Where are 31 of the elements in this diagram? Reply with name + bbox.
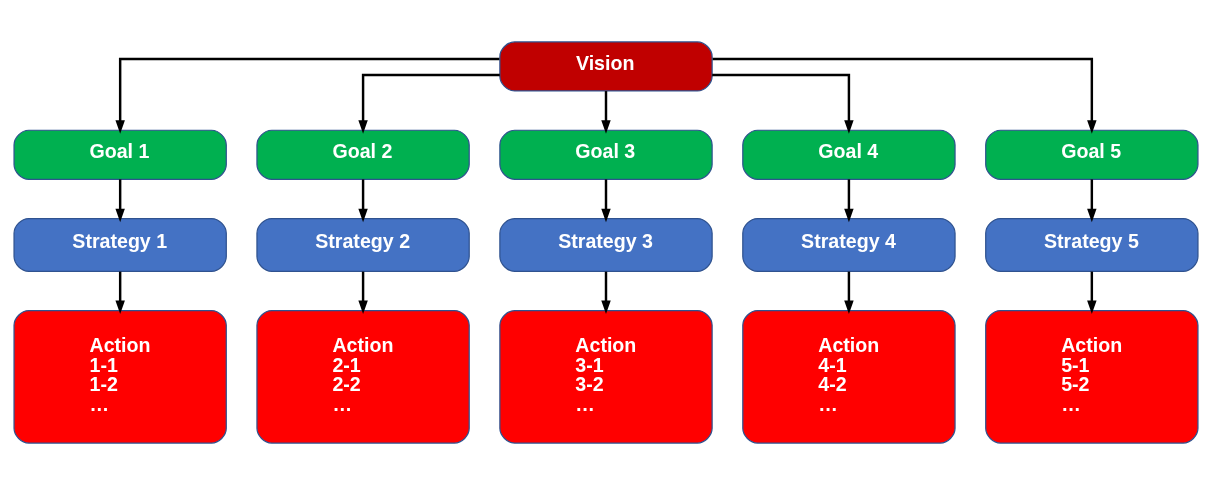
node-box: Goal 1 — [13, 129, 227, 180]
arrow — [712, 73, 854, 134]
node-box: Action 2-1 2-2 … — [256, 309, 470, 444]
node-box: Goal 4 — [742, 129, 956, 180]
node-box: Strategy 3 — [499, 217, 713, 272]
node-box: Strategy 2 — [256, 217, 470, 272]
arrow — [844, 178, 854, 222]
arrow — [844, 271, 854, 314]
node-box: Strategy 4 — [742, 217, 956, 272]
node-box: Vision — [499, 40, 713, 92]
arrow — [1087, 271, 1097, 314]
arrow — [712, 57, 1097, 134]
node-box: Goal 5 — [985, 129, 1199, 180]
arrow — [601, 178, 611, 222]
node-box: Goal 2 — [256, 129, 470, 180]
arrow — [1087, 178, 1097, 222]
node-box: Action 5-1 5-2 … — [985, 309, 1199, 444]
node-box: Action 1-1 1-2 … — [13, 309, 227, 444]
node-box: Strategy 5 — [985, 217, 1199, 272]
node-box: Goal 3 — [499, 129, 713, 180]
arrow — [358, 271, 368, 314]
node-box: Action 3-1 3-2 … — [499, 309, 713, 444]
node-box: Strategy 1 — [13, 217, 227, 272]
arrow — [115, 178, 125, 222]
arrow — [601, 90, 611, 134]
arrow — [115, 57, 500, 134]
arrow — [358, 73, 500, 134]
arrow — [115, 271, 125, 314]
node-box: Action 4-1 4-2 … — [742, 309, 956, 444]
arrow — [601, 271, 611, 314]
arrow — [358, 178, 368, 222]
